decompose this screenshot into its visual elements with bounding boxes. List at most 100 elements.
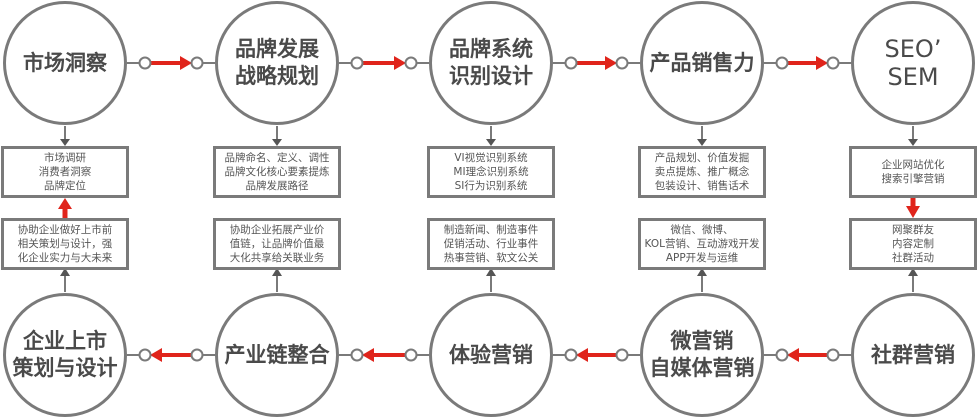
node-label: 产业链整合 <box>224 342 330 367</box>
connector-dot <box>350 56 364 70</box>
bottom-circle-node-1: 企业上市策划与设计 <box>3 293 127 417</box>
top-circle-node-4: 产品销售力 <box>640 1 764 125</box>
top-circle-node-2: 品牌发展战略规划 <box>215 1 339 125</box>
box-text-line: APP开发与运维 <box>665 252 739 264</box>
bottom-boxes-2: 协助企业拓展产业价值链，让品牌价值最大化共享给关联业务 <box>213 218 341 270</box>
red-arrow-head <box>180 56 192 70</box>
bottom-boxes-3: 制造新闻、制造事件促销活动、行业事件热事营销、软文公关 <box>427 218 555 270</box>
connector-dot <box>564 348 578 362</box>
box-text-line: 大化共享给关联业务 <box>229 252 325 264</box>
box-text-line: 相关策划与设计，强 <box>17 238 113 250</box>
bottom-boxes-5: 网聚群友内容定制社群活动 <box>849 218 977 270</box>
node-label: 战略规划 <box>235 64 319 88</box>
up-arrow-head <box>272 268 282 276</box>
red-down-arrow-head <box>906 206 920 218</box>
node-label: 企业上市 <box>23 329 107 353</box>
red-arrow-head <box>394 56 406 70</box>
up-arrow-head <box>697 268 707 276</box>
node-label: 市场洞察 <box>23 50 107 75</box>
node-label: 微营销 <box>670 329 734 353</box>
box-text-line: 制造新闻、制造事件 <box>443 224 539 236</box>
node-label: 产品销售力 <box>649 50 755 75</box>
box-text-line: 热事营销、软文公关 <box>443 252 539 264</box>
node-label: SEM <box>887 63 939 91</box>
box-text-line: VI视觉识别系统 <box>454 152 528 164</box>
red-arrow-head <box>787 348 799 362</box>
box-text-line: 促销活动、行业事件 <box>443 238 539 250</box>
box-text-line: 品牌文化核心要素提炼 <box>224 166 330 178</box>
box-text-line: 品牌命名、定义、调性 <box>224 152 330 164</box>
node-label: SEO’ <box>884 35 942 63</box>
box-text-line: 协助企业做好上市前 <box>17 224 113 236</box>
box-text-line: 网聚群友 <box>892 224 934 236</box>
red-arrow-head <box>816 56 828 70</box>
bottom-boxes-4: 微信、微博、 KOL营销、互动游戏开发 APP开发与运维 <box>638 218 766 270</box>
connector-dot <box>138 56 152 70</box>
connector-dot <box>564 56 578 70</box>
box-text-line: 卖点提炼、推广概念 <box>654 166 750 178</box>
connector-dot <box>404 348 418 362</box>
top-boxes-5: 企业网站优化搜索引擎营销 <box>849 146 977 198</box>
connector-dot <box>775 348 789 362</box>
box-text-line: 品牌定位 <box>44 180 86 192</box>
box-text-line: 社群活动 <box>892 252 934 264</box>
node-label: 品牌系统 <box>449 37 533 61</box>
connector-dot <box>190 348 204 362</box>
down-arrow-head <box>486 139 496 146</box>
up-arrow-head <box>486 268 496 276</box>
box-text-line: 产品规划、价值发掘 <box>654 152 750 164</box>
node-label: 体验营销 <box>449 342 533 367</box>
connector-dot <box>775 56 789 70</box>
up-arrow-head <box>908 268 918 276</box>
box-text-line: 搜索引擎营销 <box>881 173 945 185</box>
node-label: 策划与设计 <box>12 356 118 380</box>
box-text-line: MI理念识别系统 <box>453 166 529 178</box>
top-circle-node-3: 品牌系统识别设计 <box>429 1 553 125</box>
top-circle-node-1: 市场洞察 <box>3 1 127 125</box>
bottom-boxes-1: 协助企业做好上市前相关策划与设计，强化企业实力与大未来 <box>1 218 129 270</box>
down-arrow-head <box>60 139 70 146</box>
box-text-line: 值链，让品牌价值最 <box>229 238 325 250</box>
red-arrow-head <box>605 56 617 70</box>
box-text-line: 品牌发展路径 <box>245 180 309 192</box>
node-label: 自媒体营销 <box>649 356 755 380</box>
box-text-line: 企业网站优化 <box>881 159 945 171</box>
top-circle-node-5: SEO’SEM <box>851 1 975 125</box>
red-arrow-head <box>150 348 162 362</box>
box-text-line: 包装设计、销售话术 <box>654 180 750 192</box>
bottom-circle-node-5: 社群营销 <box>851 293 975 417</box>
top-boxes-3: VI视觉识别系统 MI理念识别系统 SI行为识别系统 <box>427 146 555 198</box>
box-text-line: KOL营销、互动游戏开发 <box>644 238 760 250</box>
top-boxes-4: 产品规划、价值发掘卖点提炼、推广概念包装设计、销售话术 <box>638 146 766 198</box>
box-text-line: 化企业实力与大未来 <box>17 252 113 264</box>
box-text-line: SI行为识别系统 <box>454 180 528 192</box>
box-text-line: 协助企业拓展产业价 <box>229 224 325 236</box>
top-boxes-2: 品牌命名、定义、调性品牌文化核心要素提炼品牌发展路径 <box>213 146 341 198</box>
box-text-line: 市场调研 <box>44 152 86 164</box>
node-label: 识别设计 <box>449 64 533 88</box>
connector-dot <box>190 56 204 70</box>
red-arrow-head <box>576 348 588 362</box>
red-arrow-head <box>362 348 374 362</box>
down-arrow-head <box>697 139 707 146</box>
node-label: 品牌发展 <box>235 37 319 61</box>
connector-dot <box>404 56 418 70</box>
red-up-arrow-head <box>58 198 72 209</box>
node-label: 社群营销 <box>871 342 955 367</box>
box-text-line: 消费者洞察 <box>38 166 92 178</box>
box-text-line: 内容定制 <box>892 238 934 250</box>
bottom-circle-node-3: 体验营销 <box>429 293 553 417</box>
connector-dot <box>826 348 840 362</box>
connector-dot <box>826 56 840 70</box>
connector-dot <box>350 348 364 362</box>
down-arrow-head <box>908 139 918 146</box>
bottom-circle-node-4: 微营销自媒体营销 <box>640 293 764 417</box>
box-text-line: 微信、微博、 <box>670 224 734 236</box>
connector-dot <box>615 348 629 362</box>
up-arrow-head <box>60 268 70 276</box>
down-arrow-head <box>272 139 282 146</box>
connector-dot <box>615 56 629 70</box>
top-boxes-1: 市场调研消费者洞察品牌定位 <box>1 146 129 198</box>
connector-dot <box>138 348 152 362</box>
